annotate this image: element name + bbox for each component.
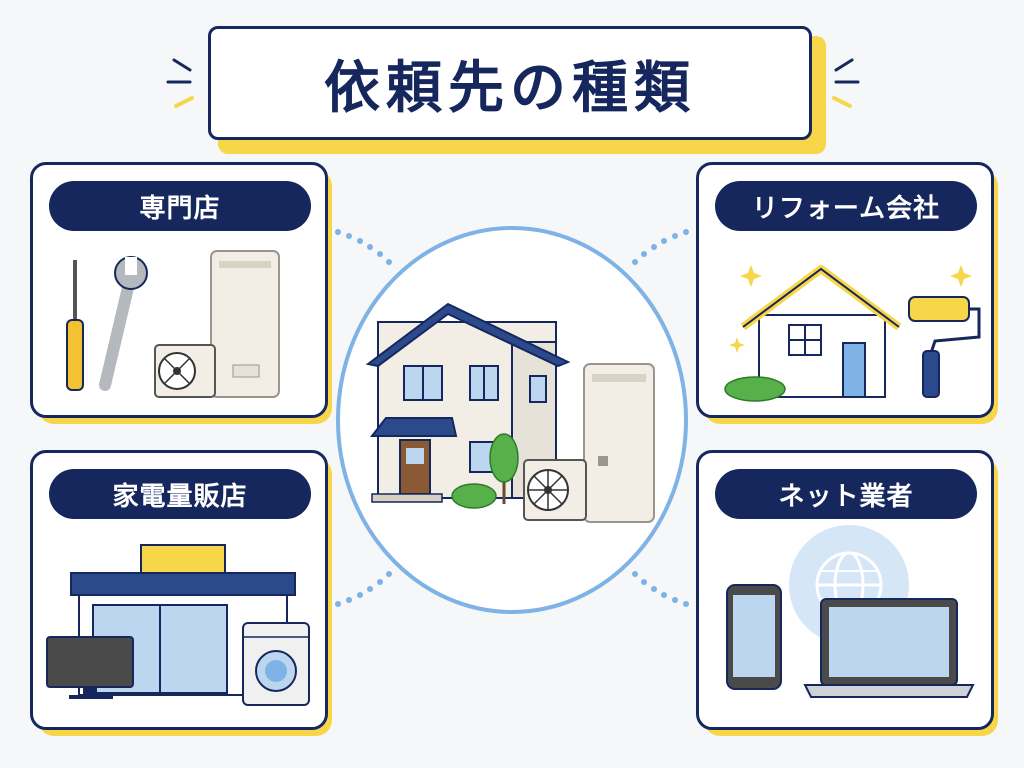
card-electronics-retailer[interactable]: 家電量販店 — [30, 450, 328, 730]
washing-machine-icon — [242, 622, 310, 706]
tv-icon — [46, 636, 134, 699]
water-heater-icon — [210, 250, 280, 398]
connector-dots-top-right — [632, 229, 689, 265]
card-label-pill: 家電量販店 — [49, 469, 311, 519]
water-heater-icon — [583, 363, 655, 523]
smartphone-icon — [726, 584, 782, 690]
sparkle-icon — [729, 265, 972, 353]
specialty-store-illustration — [66, 250, 280, 398]
connector-dots-bottom-left — [335, 571, 392, 607]
house-icon — [365, 302, 571, 509]
paint-roller-icon — [908, 296, 981, 398]
screwdriver-icon — [66, 260, 84, 391]
card-label-pill: 専門店 — [49, 181, 311, 231]
house-icon — [724, 265, 902, 402]
card-label-pill: リフォーム会社 — [715, 181, 977, 231]
wrench-icon — [99, 256, 148, 391]
page-title: 依頼先の種類 — [324, 55, 696, 121]
air-conditioner-outdoor-unit-icon — [523, 459, 587, 521]
card-label: リフォーム会社 — [751, 193, 941, 224]
card-specialty-store[interactable]: 専門店 — [30, 162, 328, 418]
renovation-company-illustration — [724, 265, 981, 402]
laptop-icon — [803, 598, 975, 698]
air-conditioner-outdoor-unit-icon — [154, 344, 216, 398]
connector-dots-bottom-right — [632, 571, 689, 607]
title-spark-left — [166, 58, 192, 84]
title-box: 依頼先の種類 — [208, 26, 812, 140]
connector-dots-top-left — [335, 229, 392, 265]
card-label: ネット業者 — [778, 481, 914, 512]
card-online-provider[interactable]: ネット業者 — [696, 450, 994, 730]
title-spark-right-yellow — [832, 96, 852, 108]
card-label: 家電量販店 — [112, 481, 248, 512]
card-renovation-company[interactable]: リフォーム会社 — [696, 162, 994, 418]
online-provider-illustration — [726, 525, 975, 698]
card-label-pill: ネット業者 — [715, 469, 977, 519]
card-label: 専門店 — [139, 193, 221, 224]
title-spark-left-yellow — [174, 96, 194, 108]
electronics-retailer-illustration — [46, 544, 310, 706]
title-spark-right — [834, 58, 860, 84]
